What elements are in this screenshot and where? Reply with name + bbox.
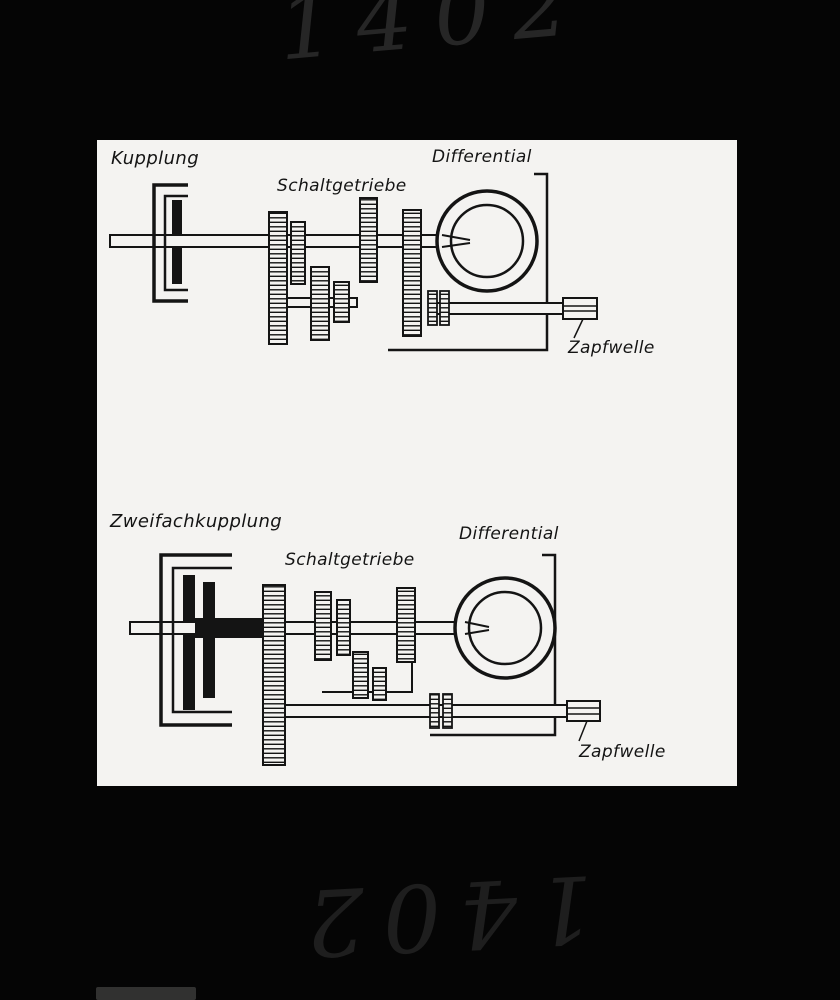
gear: [359, 197, 378, 283]
pto-coupling-gear: [439, 290, 450, 326]
photo-area: Kupplung Schaltgetriebe Differential Zap…: [97, 140, 737, 786]
pto-coupling-gear: [427, 290, 438, 326]
axle-housing-bracket-top: [388, 172, 549, 352]
label-kupplung: Kupplung: [111, 148, 200, 169]
zapfwelle-leader-line-bottom: [578, 720, 588, 742]
clutch-disc-primary: [183, 634, 195, 710]
clutch-housing-bottom: [159, 553, 232, 727]
clutch-disc: [172, 200, 182, 236]
gear: [290, 221, 306, 285]
pinion-cone-top: [441, 234, 471, 248]
clutch-disc-primary: [183, 575, 195, 622]
clutch-housing-top: [152, 183, 188, 303]
label-differential-bottom: Differential: [459, 524, 559, 544]
gear: [336, 599, 351, 656]
zapfwelle-leader-line-top: [573, 318, 584, 339]
gear: [402, 209, 422, 337]
pto-coupling-gear: [442, 693, 453, 729]
gear: [314, 591, 332, 661]
label-differential-top: Differential: [432, 147, 532, 167]
pto-stub-spline-lines: [563, 305, 597, 312]
pto-stub-spline-lines: [567, 707, 600, 715]
pto-output-stub-bottom: [566, 700, 601, 722]
single-clutch-diagram: [109, 172, 598, 352]
slide-edge-smudge: [96, 987, 196, 1000]
input-shaft-bottom: [129, 621, 201, 635]
clutch-disc-secondary: [203, 638, 215, 698]
handwritten-slide-number-top: 1402: [274, 0, 594, 81]
pinion-cone-bottom: [464, 621, 490, 635]
dual-clutch-diagram: [129, 553, 601, 766]
gear: [310, 266, 330, 341]
gear: [396, 587, 416, 663]
differential-inner-bottom: [467, 590, 543, 666]
gear: [333, 281, 350, 323]
label-zapfwelle-top: Zapfwelle: [568, 338, 655, 358]
gear: [372, 667, 387, 701]
hollow-shaft-hub: [195, 618, 267, 638]
label-zweifachkupplung: Zweifachkupplung: [110, 511, 283, 532]
label-schaltgetriebe-bottom: Schaltgetriebe: [285, 550, 415, 570]
drivetrain-schematics: [109, 172, 601, 766]
pto-coupling-gear: [429, 693, 440, 729]
axle-housing-bracket-bottom: [430, 553, 557, 737]
clutch-disc-secondary: [203, 582, 215, 618]
differential-inner-top: [449, 203, 525, 279]
label-zapfwelle-bottom: Zapfwelle: [579, 742, 666, 762]
gear: [268, 211, 288, 345]
clutch-disc: [172, 246, 182, 284]
label-schaltgetriebe-top: Schaltgetriebe: [277, 176, 407, 196]
clutch-housing-inner-bottom: [171, 566, 232, 714]
handwritten-slide-number-bottom: 1402: [285, 854, 597, 977]
clutch-housing-inner-top: [163, 194, 188, 292]
main-shaft-bottom: [284, 621, 466, 635]
pto-output-stub-top: [562, 297, 598, 320]
gear: [352, 651, 369, 699]
pto-drive-gear: [262, 584, 286, 766]
